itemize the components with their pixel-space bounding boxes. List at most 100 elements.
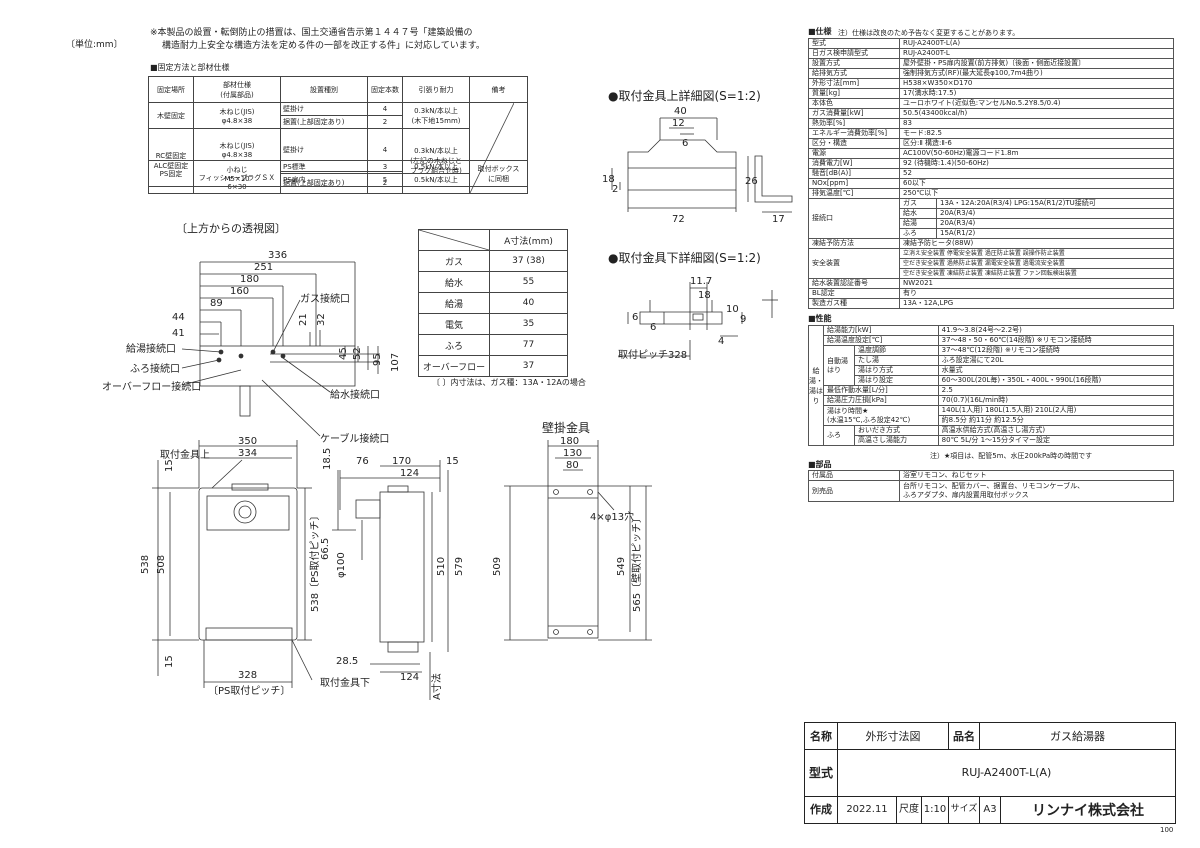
upper-detail-title: ●取付金具上詳細図(S=1:2) xyxy=(608,88,761,103)
svg-text:510: 510 xyxy=(436,557,447,576)
svg-text:538: 538 xyxy=(140,555,151,574)
th-type: 設置種別 xyxy=(280,76,368,103)
svg-text:180: 180 xyxy=(240,274,259,285)
drawing-name: 外形寸法図 xyxy=(837,721,949,751)
svg-text:A寸法: A寸法 xyxy=(430,673,443,700)
svg-text:72: 72 xyxy=(672,214,685,225)
parts-table: 付属品浴室リモコン、ねじセット 別売品台所リモコン、配管カバー、据置台、リモコン… xyxy=(808,470,1174,502)
svg-text:28.5: 28.5 xyxy=(336,656,358,667)
th-part: 部材仕様 (付属部品) xyxy=(193,76,281,103)
a-table-note: 〔 〕内寸法は、ガス種：13A・12Aの場合 xyxy=(432,378,586,387)
perf-title: ■性能 xyxy=(808,314,832,323)
upper-bracket-detail xyxy=(611,117,793,213)
svg-text:509: 509 xyxy=(492,557,503,576)
svg-text:45: 45 xyxy=(338,347,349,360)
front-label-top: 取付金具上 xyxy=(160,448,210,461)
svg-text:32: 32 xyxy=(316,313,327,326)
svg-text:6: 6 xyxy=(650,322,656,333)
svg-text:328: 328 xyxy=(238,670,257,681)
perf-note: 注）★項目は、配管5m、水圧200kPa時の時間です xyxy=(930,452,1093,460)
svg-text:251: 251 xyxy=(254,262,273,273)
svg-text:9: 9 xyxy=(740,314,746,325)
svg-text:4: 4 xyxy=(718,336,724,347)
svg-text:給水接続口: 給水接続口 xyxy=(330,388,380,401)
wall-bracket xyxy=(504,440,652,641)
perf-table: 給湯・湯はり給湯能力[kW]41.9〜3.8(24号〜2.2号) 給湯温度設定[… xyxy=(808,325,1175,446)
unit-note: 〔単位:mm〕 xyxy=(66,40,123,50)
spec-note: 注）仕様は改良のため予告なく変更することがあります。 xyxy=(838,29,1020,37)
svg-text:26: 26 xyxy=(745,176,758,187)
svg-text:66.5: 66.5 xyxy=(320,538,331,560)
company-name: リンナイ株式会社 xyxy=(1000,795,1176,825)
wall-bracket-title: 壁掛金具 xyxy=(542,420,590,435)
svg-text:21: 21 xyxy=(298,313,309,326)
svg-text:18.5: 18.5 xyxy=(322,448,333,470)
svg-text:89: 89 xyxy=(210,298,223,309)
scale: 1:10 xyxy=(921,795,949,825)
svg-text:52: 52 xyxy=(352,347,363,360)
svg-text:170: 170 xyxy=(392,456,411,467)
svg-text:〔PS取付ピッチ〕: 〔PS取付ピッチ〕 xyxy=(208,684,290,697)
notice-line-1: ※本製品の設置・転倒防止の措置は、国土交通省告示第１４４７号「建築設備の xyxy=(150,28,473,38)
front-label-bottom: 取付金具下 xyxy=(320,676,370,689)
svg-text:オーバーフロー接続口: オーバーフロー接続口 xyxy=(102,380,201,393)
lower-bracket-detail xyxy=(618,282,778,360)
svg-text:10: 10 xyxy=(726,304,739,315)
svg-text:6: 6 xyxy=(682,138,688,149)
svg-text:18: 18 xyxy=(698,290,711,301)
paper-size: A3 xyxy=(979,795,1001,825)
svg-text:18: 18 xyxy=(602,174,615,185)
svg-text:107: 107 xyxy=(390,353,401,372)
title-block: 名称 外形寸法図 品名 ガス給湯器 型式 RUJ-A2400T-L(A) 作成 … xyxy=(804,721,1176,825)
model-number: RUJ-A2400T-L(A) xyxy=(837,749,1176,797)
spec-title: ■仕様 xyxy=(808,27,832,36)
svg-text:180: 180 xyxy=(560,436,579,447)
top-view xyxy=(181,261,380,437)
svg-text:17: 17 xyxy=(772,214,785,225)
fix-table-ps: PS固定 小ねじ M5×10 PS標準 3 0.5kN/本以上 取付ボックス に… xyxy=(148,160,528,187)
svg-text:44: 44 xyxy=(172,312,185,323)
svg-text:124: 124 xyxy=(400,468,419,479)
svg-text:130: 130 xyxy=(563,448,582,459)
svg-text:95: 95 xyxy=(372,353,383,366)
svg-text:40: 40 xyxy=(674,106,687,117)
front-view xyxy=(152,440,313,688)
cell-wood-part: 木ねじ(JIS) φ4.8×38 xyxy=(193,102,281,129)
page-number: 100 xyxy=(1160,826,1174,834)
svg-text:φ100: φ100 xyxy=(336,552,347,578)
notice-line-2: 構造耐力上安全な構造方法を定める件の一部を改正する件」に対応しています。 xyxy=(162,41,485,51)
svg-text:給湯接続口: 給湯接続口 xyxy=(126,342,176,355)
svg-text:350: 350 xyxy=(238,436,257,447)
date: 2022.11 xyxy=(837,795,897,825)
fix-method-title: ■固定方法と部材仕様 xyxy=(150,63,230,72)
svg-text:取付ピッチ328: 取付ピッチ328 xyxy=(618,348,687,361)
svg-text:11.7: 11.7 xyxy=(690,276,712,287)
svg-text:76: 76 xyxy=(356,456,369,467)
svg-text:41: 41 xyxy=(172,328,185,339)
svg-text:334: 334 xyxy=(238,448,257,459)
svg-text:15: 15 xyxy=(446,456,459,467)
svg-text:12: 12 xyxy=(672,118,685,129)
svg-text:ガス接続口: ガス接続口 xyxy=(300,292,350,305)
svg-text:15: 15 xyxy=(164,459,175,472)
side-view xyxy=(332,460,449,700)
top-view-title: 〔上方からの透視図〕 xyxy=(176,221,286,235)
svg-text:124: 124 xyxy=(400,672,419,683)
svg-text:160: 160 xyxy=(230,286,249,297)
svg-text:ふろ接続口: ふろ接続口 xyxy=(130,362,180,375)
svg-text:15: 15 xyxy=(164,655,175,668)
item-name: ガス給湯器 xyxy=(979,721,1176,751)
svg-text:549: 549 xyxy=(616,557,627,576)
svg-text:508: 508 xyxy=(156,555,167,574)
drawing-canvas: 〔上方からの透視図〕 336 251 180 160 89 44 41 21 3… xyxy=(102,88,793,700)
svg-text:80: 80 xyxy=(566,460,579,471)
svg-text:ケーブル接続口: ケーブル接続口 xyxy=(320,432,389,445)
svg-text:538〔PS取付ピッチ〕: 538〔PS取付ピッチ〕 xyxy=(308,511,321,612)
svg-text:336: 336 xyxy=(268,250,287,261)
parts-title: ■部品 xyxy=(808,460,832,469)
svg-text:6: 6 xyxy=(632,312,638,323)
svg-text:565〔壁取付ピッチ〕: 565〔壁取付ピッチ〕 xyxy=(630,513,643,612)
svg-text:4×φ13穴: 4×φ13穴 xyxy=(590,510,634,523)
